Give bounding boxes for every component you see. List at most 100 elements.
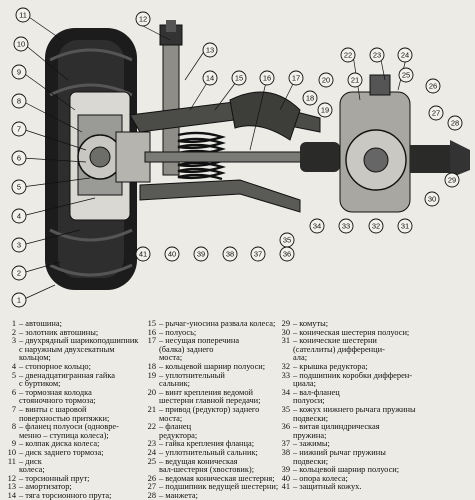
- legend-text: – привод (редуктор) заднего: [159, 404, 260, 414]
- callout-label: 36: [283, 250, 291, 259]
- callout-label: 3: [17, 241, 21, 250]
- legend-entry: 22– фланец: [142, 423, 274, 432]
- legend-column-1: 1– автошина;2– золотник автошины;3– двух…: [2, 319, 140, 500]
- callout-label: 5: [17, 183, 21, 192]
- legend-entry: 26– ведомая коническая шестерня;: [142, 473, 275, 484]
- legend-number: 14: [7, 490, 16, 500]
- legend-number: 27: [147, 482, 156, 492]
- legend-text: – зажимы;: [293, 439, 330, 449]
- callout-24: 24: [397, 47, 413, 63]
- legend-text: (сателлиты) дифференци-: [293, 344, 385, 354]
- callout-2: 2: [11, 265, 27, 281]
- legend-text: колеса;: [19, 465, 45, 475]
- callout-11: 11: [15, 7, 31, 23]
- legend-text: – опора колеса;: [293, 473, 348, 483]
- legend-text: – крышка редуктора;: [293, 361, 368, 371]
- legend-text: (балка) заднего: [159, 344, 214, 354]
- legend-number: 7: [11, 404, 16, 414]
- legend-text: – гайка крепления фланца;: [159, 439, 255, 449]
- legend-entry: менно – ступица колеса);: [2, 431, 140, 441]
- legend-text: – конические шестерни: [293, 336, 377, 346]
- legend-entry: 23– гайка крепления фланца;: [142, 440, 274, 449]
- legend-text: с буртиком;: [19, 379, 61, 389]
- callout-25: 25: [398, 67, 414, 83]
- callout-label: 28: [451, 119, 459, 128]
- legend-text: – защитный кожух.: [293, 482, 362, 492]
- legend-entry: пружина;: [276, 431, 474, 441]
- legend-text: – диск заднего тормоза;: [19, 447, 104, 457]
- legend-entry: 33– подшипник коробки дифферен-: [276, 370, 474, 381]
- callout-label: 26: [429, 82, 437, 91]
- legend-text: – подшипник коробки дифферен-: [293, 370, 413, 380]
- legend-number: 5: [11, 370, 16, 380]
- legend-text: – торсионный прут;: [19, 473, 90, 483]
- legend-text: – коническая шестерня полуоси;: [293, 327, 410, 337]
- legend-text: – подшипник ведущей шестерни;: [159, 482, 279, 492]
- callout-16: 16: [259, 70, 275, 86]
- wheel-hub-illustration: [77, 114, 151, 196]
- legend-number: [142, 346, 156, 355]
- legend-entry: моста;: [142, 414, 274, 424]
- legend-text: – автошина;: [19, 319, 62, 328]
- callout-label: 27: [432, 109, 440, 118]
- legend-text: вал-шестерня (хвостовик);: [159, 465, 255, 475]
- legend-entry: 7– винты с шаровой: [2, 404, 140, 415]
- callout-label: 9: [17, 68, 21, 77]
- leader-lines: [21, 14, 408, 301]
- legend-entry: с буртиком;: [2, 380, 140, 389]
- legend-number: 25: [147, 456, 156, 466]
- legend-entry: поверхностью притяжки;: [2, 414, 140, 424]
- legend-text: циала;: [293, 379, 316, 389]
- legend-entry: 34– вал-фланец: [276, 387, 474, 398]
- legend-number: 21: [147, 404, 156, 414]
- callout-label: 34: [313, 222, 321, 231]
- legend-entry: 8– фланец полуоси (одновре-: [2, 423, 140, 432]
- callout-36: 36: [279, 246, 295, 262]
- callout-label: 15: [235, 74, 243, 83]
- legend-number: 29: [281, 319, 290, 328]
- legend-number: 41: [281, 482, 290, 492]
- callout-12: 12: [135, 11, 151, 27]
- legend-entry: 1– автошина;: [2, 319, 140, 329]
- callout-label: 7: [17, 125, 21, 134]
- legend-entry: 24– уплотнительный сальник;: [142, 447, 274, 458]
- legend-number: 11: [7, 456, 16, 466]
- legend-text: – кольцевой шарнир полуоси;: [159, 361, 266, 371]
- legend-entry: 32– крышка редуктора;: [276, 361, 474, 372]
- legend-entry: 21– привод (редуктор) заднего: [142, 404, 274, 415]
- callout-37: 37: [250, 246, 266, 262]
- legend-text: – кольцевой шарнир полуоси;: [293, 465, 400, 475]
- callout-label: 41: [139, 250, 147, 259]
- callout-18: 18: [302, 90, 318, 106]
- legend-number: 26: [147, 473, 156, 483]
- legend-entry: (балка) заднего: [142, 344, 274, 355]
- legend-number: 28: [147, 490, 156, 500]
- legend-entry: 14– тяга торсионного прута;: [2, 490, 140, 500]
- legend-text: – полуось;: [159, 327, 197, 337]
- legend-entry: 4– стопорное кольцо;: [2, 362, 140, 372]
- legend-entry: 2– золотник автошины;: [2, 328, 140, 338]
- legend-text: – вал-фланец: [293, 387, 340, 397]
- legend-number: 20: [147, 387, 156, 397]
- callout-label: 6: [17, 154, 21, 163]
- legend-text: – амортизатор;: [19, 482, 72, 492]
- legend-entry: кольцом;: [2, 354, 140, 363]
- legend-number: 23: [147, 439, 156, 449]
- legend-text: моста;: [159, 353, 183, 363]
- legend-entry: 38– нижний рычаг пружины: [276, 448, 474, 458]
- callout-38: 38: [222, 246, 238, 262]
- legend-number: 40: [281, 473, 290, 483]
- legend-number: 32: [281, 361, 290, 371]
- callout-15: 15: [231, 70, 247, 86]
- legend-text: – двухрядный шарикоподшипник: [19, 336, 139, 346]
- legend-entry: 27– подшипник ведущей шестерни;: [142, 482, 279, 492]
- legend-number: 15: [147, 319, 156, 328]
- legend-number: 24: [147, 447, 156, 457]
- legend-text: – кожух нижнего рычага пружины: [293, 404, 416, 414]
- callout-label: 25: [402, 71, 410, 80]
- legend-number: 30: [281, 327, 290, 337]
- callout-label: 37: [254, 250, 262, 259]
- legend-entry: 39– кольцевой шарнир полуоси;: [276, 465, 474, 475]
- legend-entry: шестерни главной передачи;: [142, 397, 274, 406]
- suspension-arm-illustration: [129, 91, 321, 213]
